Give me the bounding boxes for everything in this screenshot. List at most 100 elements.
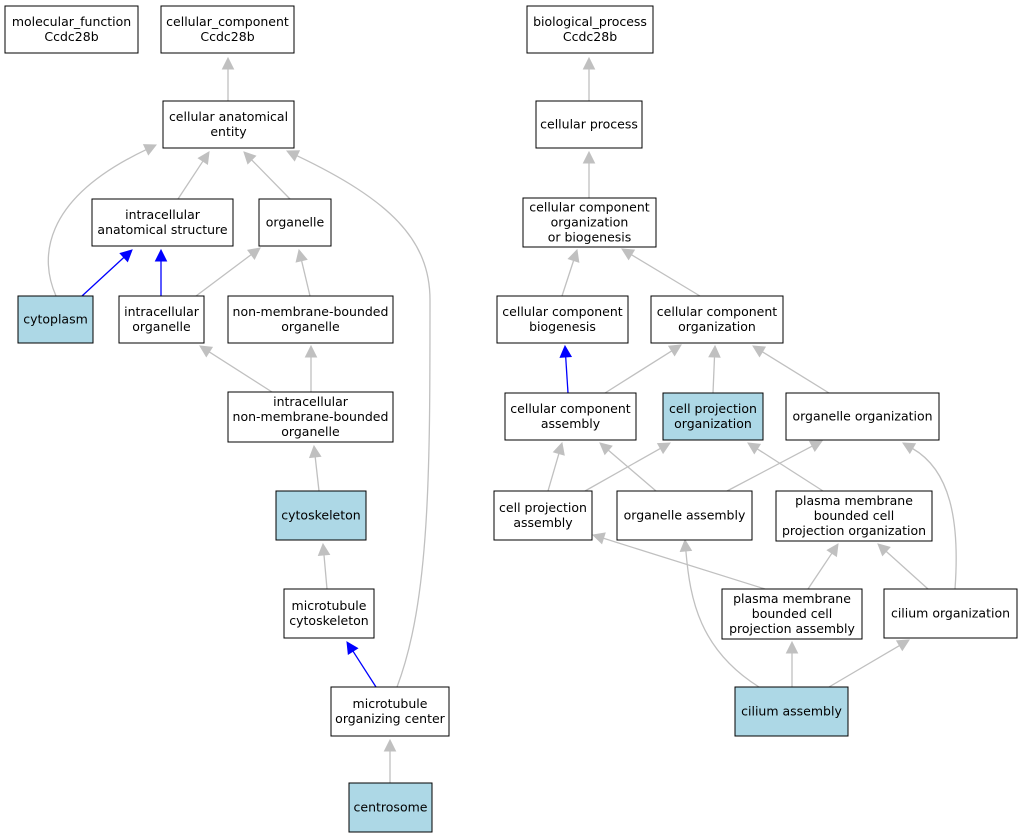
edge-cilium_assembly-to-organelle_assembly	[679, 538, 760, 688]
edge-pmbcpa-to-pmbcpo	[807, 543, 839, 590]
edge-arrowhead	[304, 344, 318, 358]
edge-line	[607, 449, 657, 492]
edge-arrowhead	[199, 345, 214, 358]
edge-centrosome-to-mtoc	[383, 738, 397, 783]
node-label-line: intracellular	[124, 304, 200, 319]
node-organelle[interactable]: organelle	[258, 198, 332, 247]
node-label-line: Ccdc28b	[200, 29, 254, 44]
node-label-line: organelle	[281, 424, 340, 439]
node-label-line: assembly	[541, 416, 601, 431]
edge-line	[251, 159, 291, 200]
node-label-line: anatomical structure	[97, 222, 227, 237]
edge-arrowhead	[383, 738, 397, 752]
node-label-line: molecular_function	[12, 14, 131, 29]
edge-line	[314, 456, 320, 492]
edge-mtoc-to-cellular_anatomical_entity	[285, 150, 431, 688]
edge-arrowhead	[142, 144, 158, 156]
node-label-line: cellular component	[510, 401, 630, 416]
edge-intracellular_nmbo-to-intracellular_organelle	[199, 345, 273, 393]
edge-arrowhead	[154, 248, 168, 262]
node-label-line: organelle	[132, 319, 191, 334]
node-label-line: or biogenesis	[548, 230, 632, 245]
edge-organelle_assembly-to-cc_assembly	[599, 442, 657, 492]
node-label-line: cell projection	[669, 401, 757, 416]
edge-line	[685, 550, 760, 688]
node-label-line: bounded cell	[752, 606, 832, 621]
node-label-line: cell projection	[499, 500, 587, 515]
edge-intracellular_organelle-to-intracellular_anatomical_structure	[154, 248, 168, 296]
node-label-line: cytoskeleton	[289, 613, 368, 628]
edge-cc_biogenesis-to-ccob	[561, 248, 580, 297]
node-label-line: organelle organization	[792, 409, 932, 424]
edge-line	[762, 351, 830, 394]
node-label-line: cilium assembly	[741, 704, 842, 719]
node-cilium-assembly[interactable]: cilium assembly	[734, 686, 849, 737]
node-label-line: microtubule	[292, 598, 367, 613]
edge-line	[296, 155, 431, 688]
node-intracellular-nmbo[interactable]: intracellularnon-membrane-boundedorganel…	[227, 391, 394, 443]
node-box	[616, 490, 753, 541]
node-box	[522, 197, 657, 248]
node-label-line: cellular anatomical	[169, 109, 288, 124]
edge-intracellular_organelle-to-organelle	[195, 247, 261, 297]
node-box	[330, 686, 450, 737]
edge-arrowhead	[895, 639, 910, 652]
edge-cilium_organization-to-pmbcpo	[877, 543, 929, 590]
node-label-line: biogenesis	[529, 319, 596, 334]
edge-cilium_organization-to-organelle_organization	[902, 442, 957, 590]
edge-pmbcpa-to-cell_projection_assembly	[591, 532, 766, 590]
node-label-line: cellular component	[529, 200, 649, 215]
edge-arrowhead	[317, 542, 331, 556]
edge-non_membrane_bounded_organelle-to-organelle	[295, 248, 311, 297]
edge-line	[726, 445, 813, 492]
node-label-line: Ccdc28b	[44, 29, 98, 44]
node-cytoskeleton[interactable]: cytoskeleton	[275, 490, 367, 541]
node-cytoplasm[interactable]: cytoplasm	[17, 295, 94, 344]
node-box	[775, 490, 933, 542]
node-label-line: organization	[678, 319, 756, 334]
node-label-line: cellular process	[540, 117, 638, 132]
node-box	[721, 588, 863, 640]
node-cilium-organization[interactable]: cilium organization	[883, 588, 1018, 639]
node-organelle-assembly[interactable]: organelle assembly	[616, 490, 753, 541]
edge-arrowhead	[656, 442, 671, 455]
node-organelle-organization[interactable]: organelle organization	[785, 392, 940, 441]
node-box	[785, 392, 940, 441]
edge-arrowhead	[308, 444, 322, 459]
edge-cell_projection_assembly-to-cell_projection_organization	[584, 442, 671, 492]
edge-line	[912, 447, 957, 590]
node-label-line: cellular_component	[166, 14, 289, 29]
edge-arrowhead	[808, 440, 823, 452]
node-box	[348, 782, 433, 833]
node-label-line: bounded cell	[814, 508, 894, 523]
edge-organelle_organization-to-cc_organization	[752, 345, 830, 394]
node-box	[504, 392, 637, 441]
node-box	[258, 198, 332, 247]
edge-cellular_anatomical_entity-to-cellular_component	[221, 56, 235, 101]
edge-line	[604, 350, 673, 394]
node-label-line: cytoplasm	[23, 312, 88, 327]
edge-ccob-to-cellular_process	[582, 150, 596, 198]
node-centrosome[interactable]: centrosome	[348, 782, 433, 833]
node-cellular-process[interactable]: cellular process	[535, 100, 643, 149]
node-box	[535, 100, 643, 149]
edge-cytoplasm-to-intracellular_anatomical_structure	[81, 249, 133, 297]
